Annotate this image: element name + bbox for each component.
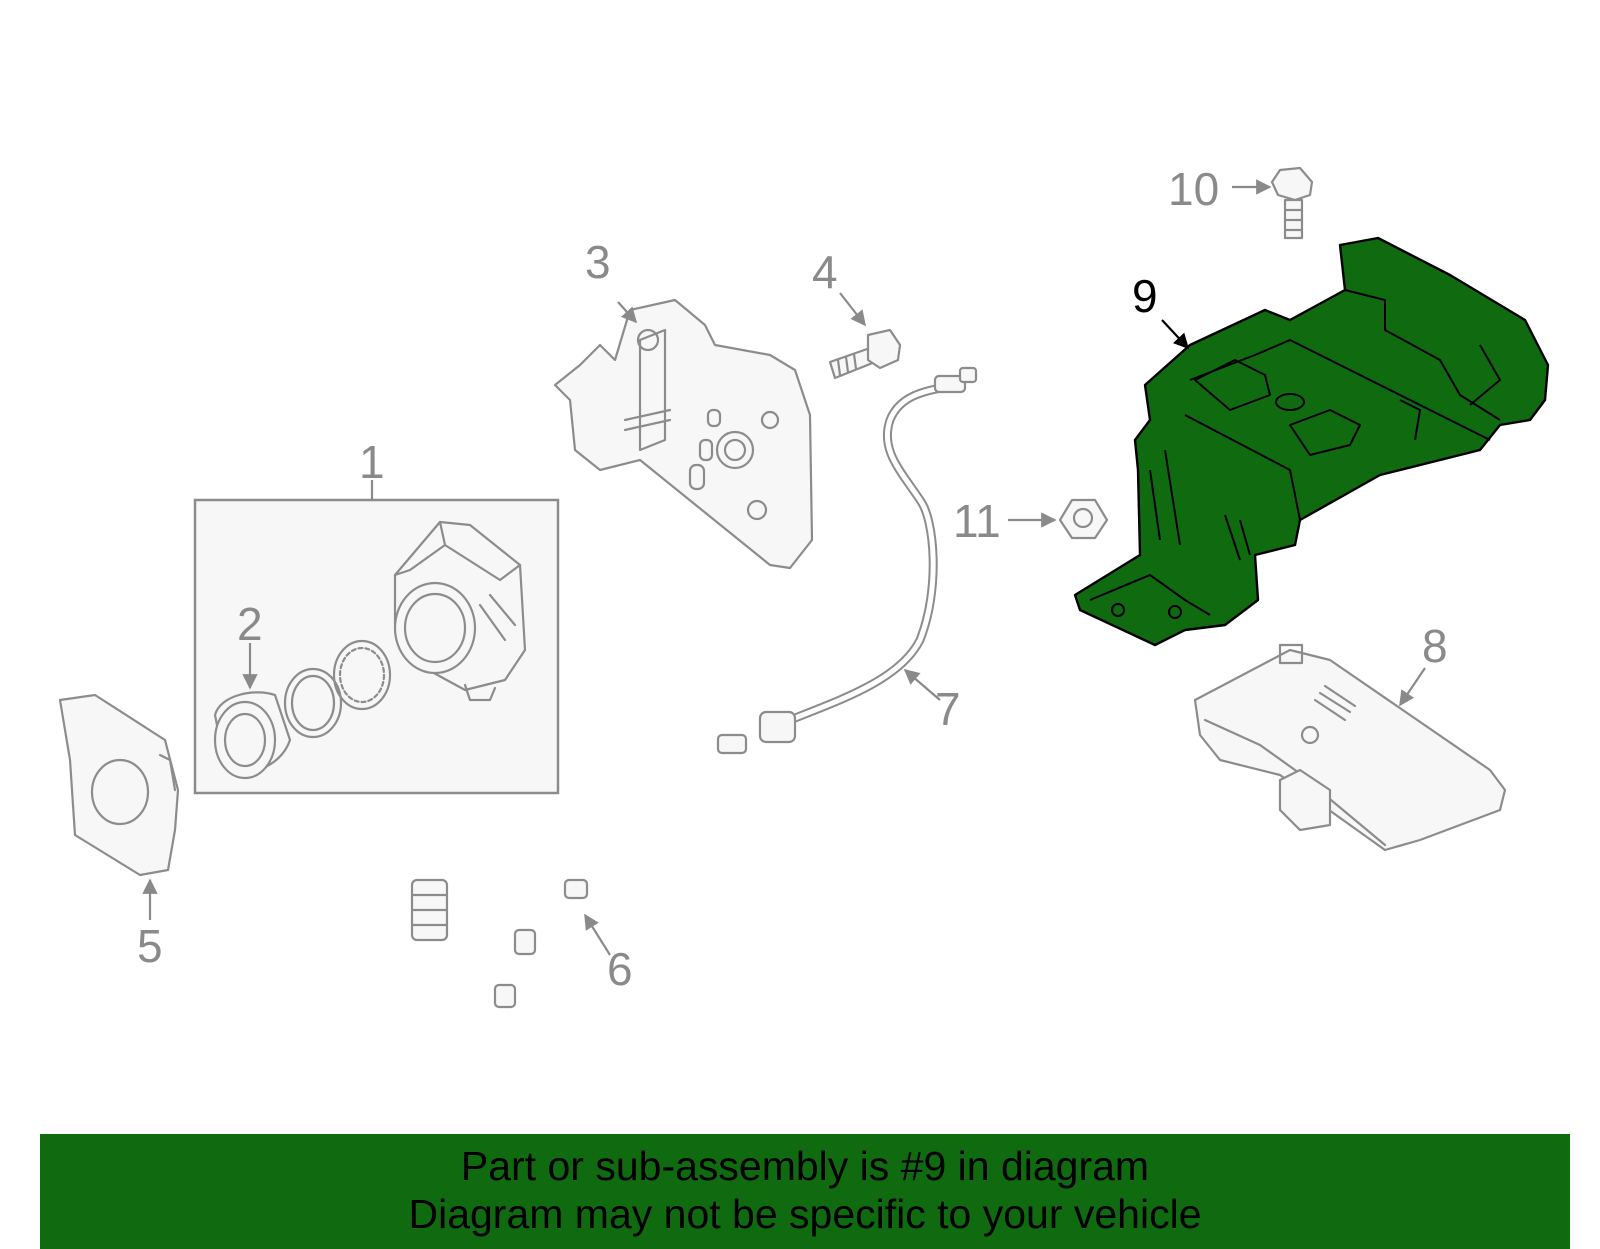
callout-7: 7 [935, 683, 961, 735]
part-4-bolt[interactable] [828, 328, 902, 380]
part-2-ring-bushing[interactable] [213, 639, 392, 780]
parts-diagram: 1 2 3 4 5 6 7 8 9 10 11 [58, 163, 1550, 1019]
callout-9: 9 [1132, 270, 1158, 322]
callout-3: 3 [585, 236, 611, 288]
callout-5: 5 [137, 920, 163, 972]
banner-disclaimer-line: Diagram may not be specific to your vehi… [408, 1191, 1202, 1237]
callout-8: 8 [1422, 620, 1448, 672]
part-8-control-module[interactable] [1193, 643, 1507, 852]
part-9-bracket-shield-highlighted[interactable] [1073, 236, 1550, 647]
callout-6: 6 [607, 943, 633, 995]
callout-10: 10 [1168, 163, 1219, 215]
callout-1: 1 [359, 436, 385, 488]
callout-4: 4 [812, 246, 838, 298]
part-10-screw[interactable] [1270, 166, 1314, 240]
part-6-sensor-cable[interactable] [410, 733, 748, 1019]
part-5-sensor-cover[interactable] [58, 693, 180, 877]
info-banner: Part or sub-assembly is #9 in diagram Di… [40, 1134, 1570, 1249]
part-11-nut[interactable] [1058, 498, 1109, 540]
banner-part-line: Part or sub-assembly is #9 in diagram [460, 1143, 1150, 1189]
part-3-mounting-bracket[interactable] [553, 298, 814, 570]
leader-arrows [142, 179, 1426, 956]
callout-11: 11 [953, 495, 1001, 547]
part-7-wiring-harness[interactable] [758, 366, 978, 744]
callout-2: 2 [237, 598, 263, 650]
